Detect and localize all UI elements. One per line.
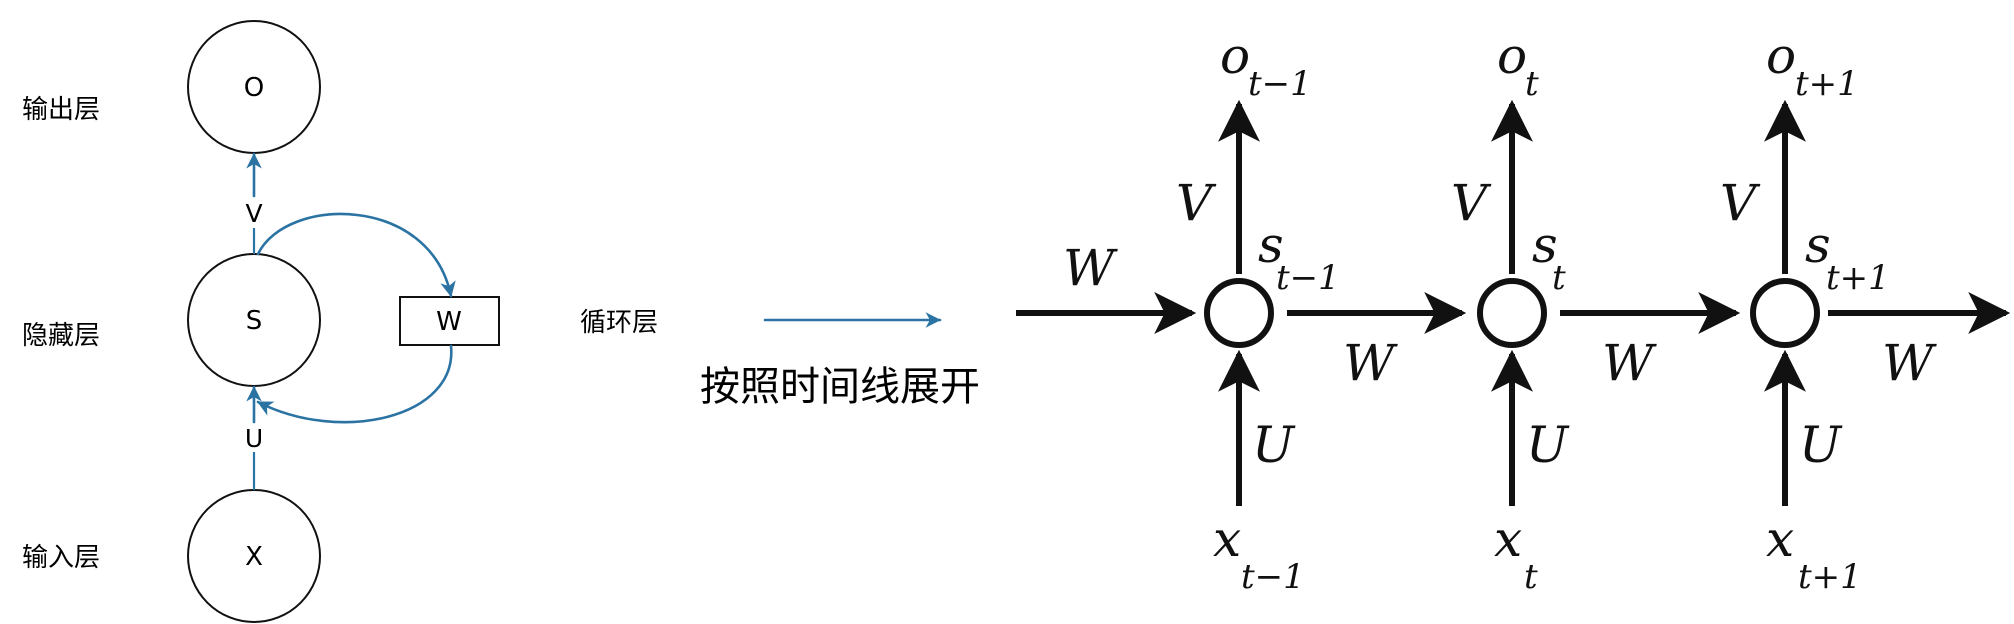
step-1-input-main: x (1213, 510, 1241, 568)
w-label-outgoing: W (1882, 334, 1937, 392)
recurrent-out-arrow (256, 212, 456, 298)
step-1-state-node (1204, 278, 1274, 348)
output-node-label: O (244, 73, 264, 103)
input-node-label: X (245, 542, 263, 572)
step-3-output-main: o (1766, 27, 1796, 85)
step-3-u-label: U (1799, 416, 1843, 474)
input-layer-label: 输入层 (22, 543, 100, 573)
step-2-v-label: V (1451, 174, 1492, 232)
step-1-v-label: V (1176, 174, 1217, 232)
step-1-output-main: o (1220, 27, 1250, 85)
step-2-output-main: o (1497, 27, 1527, 85)
time-step-1: o t−1 s t−1 x t−1 V U (1176, 27, 1467, 597)
step-2-state-node (1477, 278, 1547, 348)
edge-label-u: U (245, 424, 263, 453)
step-2-state-sub: t (1552, 258, 1566, 298)
w-label-after-step-2: W (1602, 334, 1657, 392)
step-1-state-sub: t−1 (1276, 258, 1340, 298)
step-1-input-sub: t−1 (1241, 557, 1305, 597)
time-step-2: o t s t x t V U (1451, 27, 1741, 597)
step-2-output-sub: t (1525, 64, 1539, 104)
unrolled-rnn: W W W W o t−1 s t−1 x t−1 V U o t (1016, 27, 2011, 597)
edge-label-v: V (245, 199, 262, 228)
step-3-output-sub: t+1 (1795, 64, 1859, 104)
recurrent-back-arrow (256, 344, 453, 424)
w-label-incoming: W (1063, 239, 1118, 297)
step-2-state-main: s (1532, 216, 1558, 274)
hidden-layer-label: 隐藏层 (22, 321, 100, 351)
step-3-input-main: x (1766, 510, 1794, 568)
transition-label: 按照时间线展开 (700, 364, 980, 410)
step-3-state-node (1750, 278, 1820, 348)
output-layer-label: 输出层 (22, 95, 100, 125)
hidden-node: S (187, 253, 321, 387)
time-step-3: o t+1 s t+1 x t+1 V U (1720, 27, 1890, 597)
hidden-node-label: S (246, 306, 263, 336)
weight-box-label: W (436, 307, 462, 337)
step-2-input-main: x (1494, 510, 1522, 568)
weight-box: W (399, 296, 500, 346)
input-node: X (187, 489, 321, 623)
step-1-state-main: s (1258, 216, 1284, 274)
step-3-state-main: s (1805, 216, 1831, 274)
recurrent-layer-label: 循环层 (580, 308, 658, 338)
step-1-u-label: U (1252, 416, 1296, 474)
step-3-input-sub: t+1 (1798, 557, 1862, 597)
step-3-state-sub: t+1 (1826, 258, 1890, 298)
step-2-u-label: U (1526, 416, 1570, 474)
w-label-after-step-1: W (1343, 334, 1398, 392)
step-1-output-sub: t−1 (1248, 64, 1312, 104)
step-2-input-sub: t (1524, 557, 1538, 597)
step-3-v-label: V (1720, 174, 1761, 232)
output-node: O (187, 20, 321, 154)
